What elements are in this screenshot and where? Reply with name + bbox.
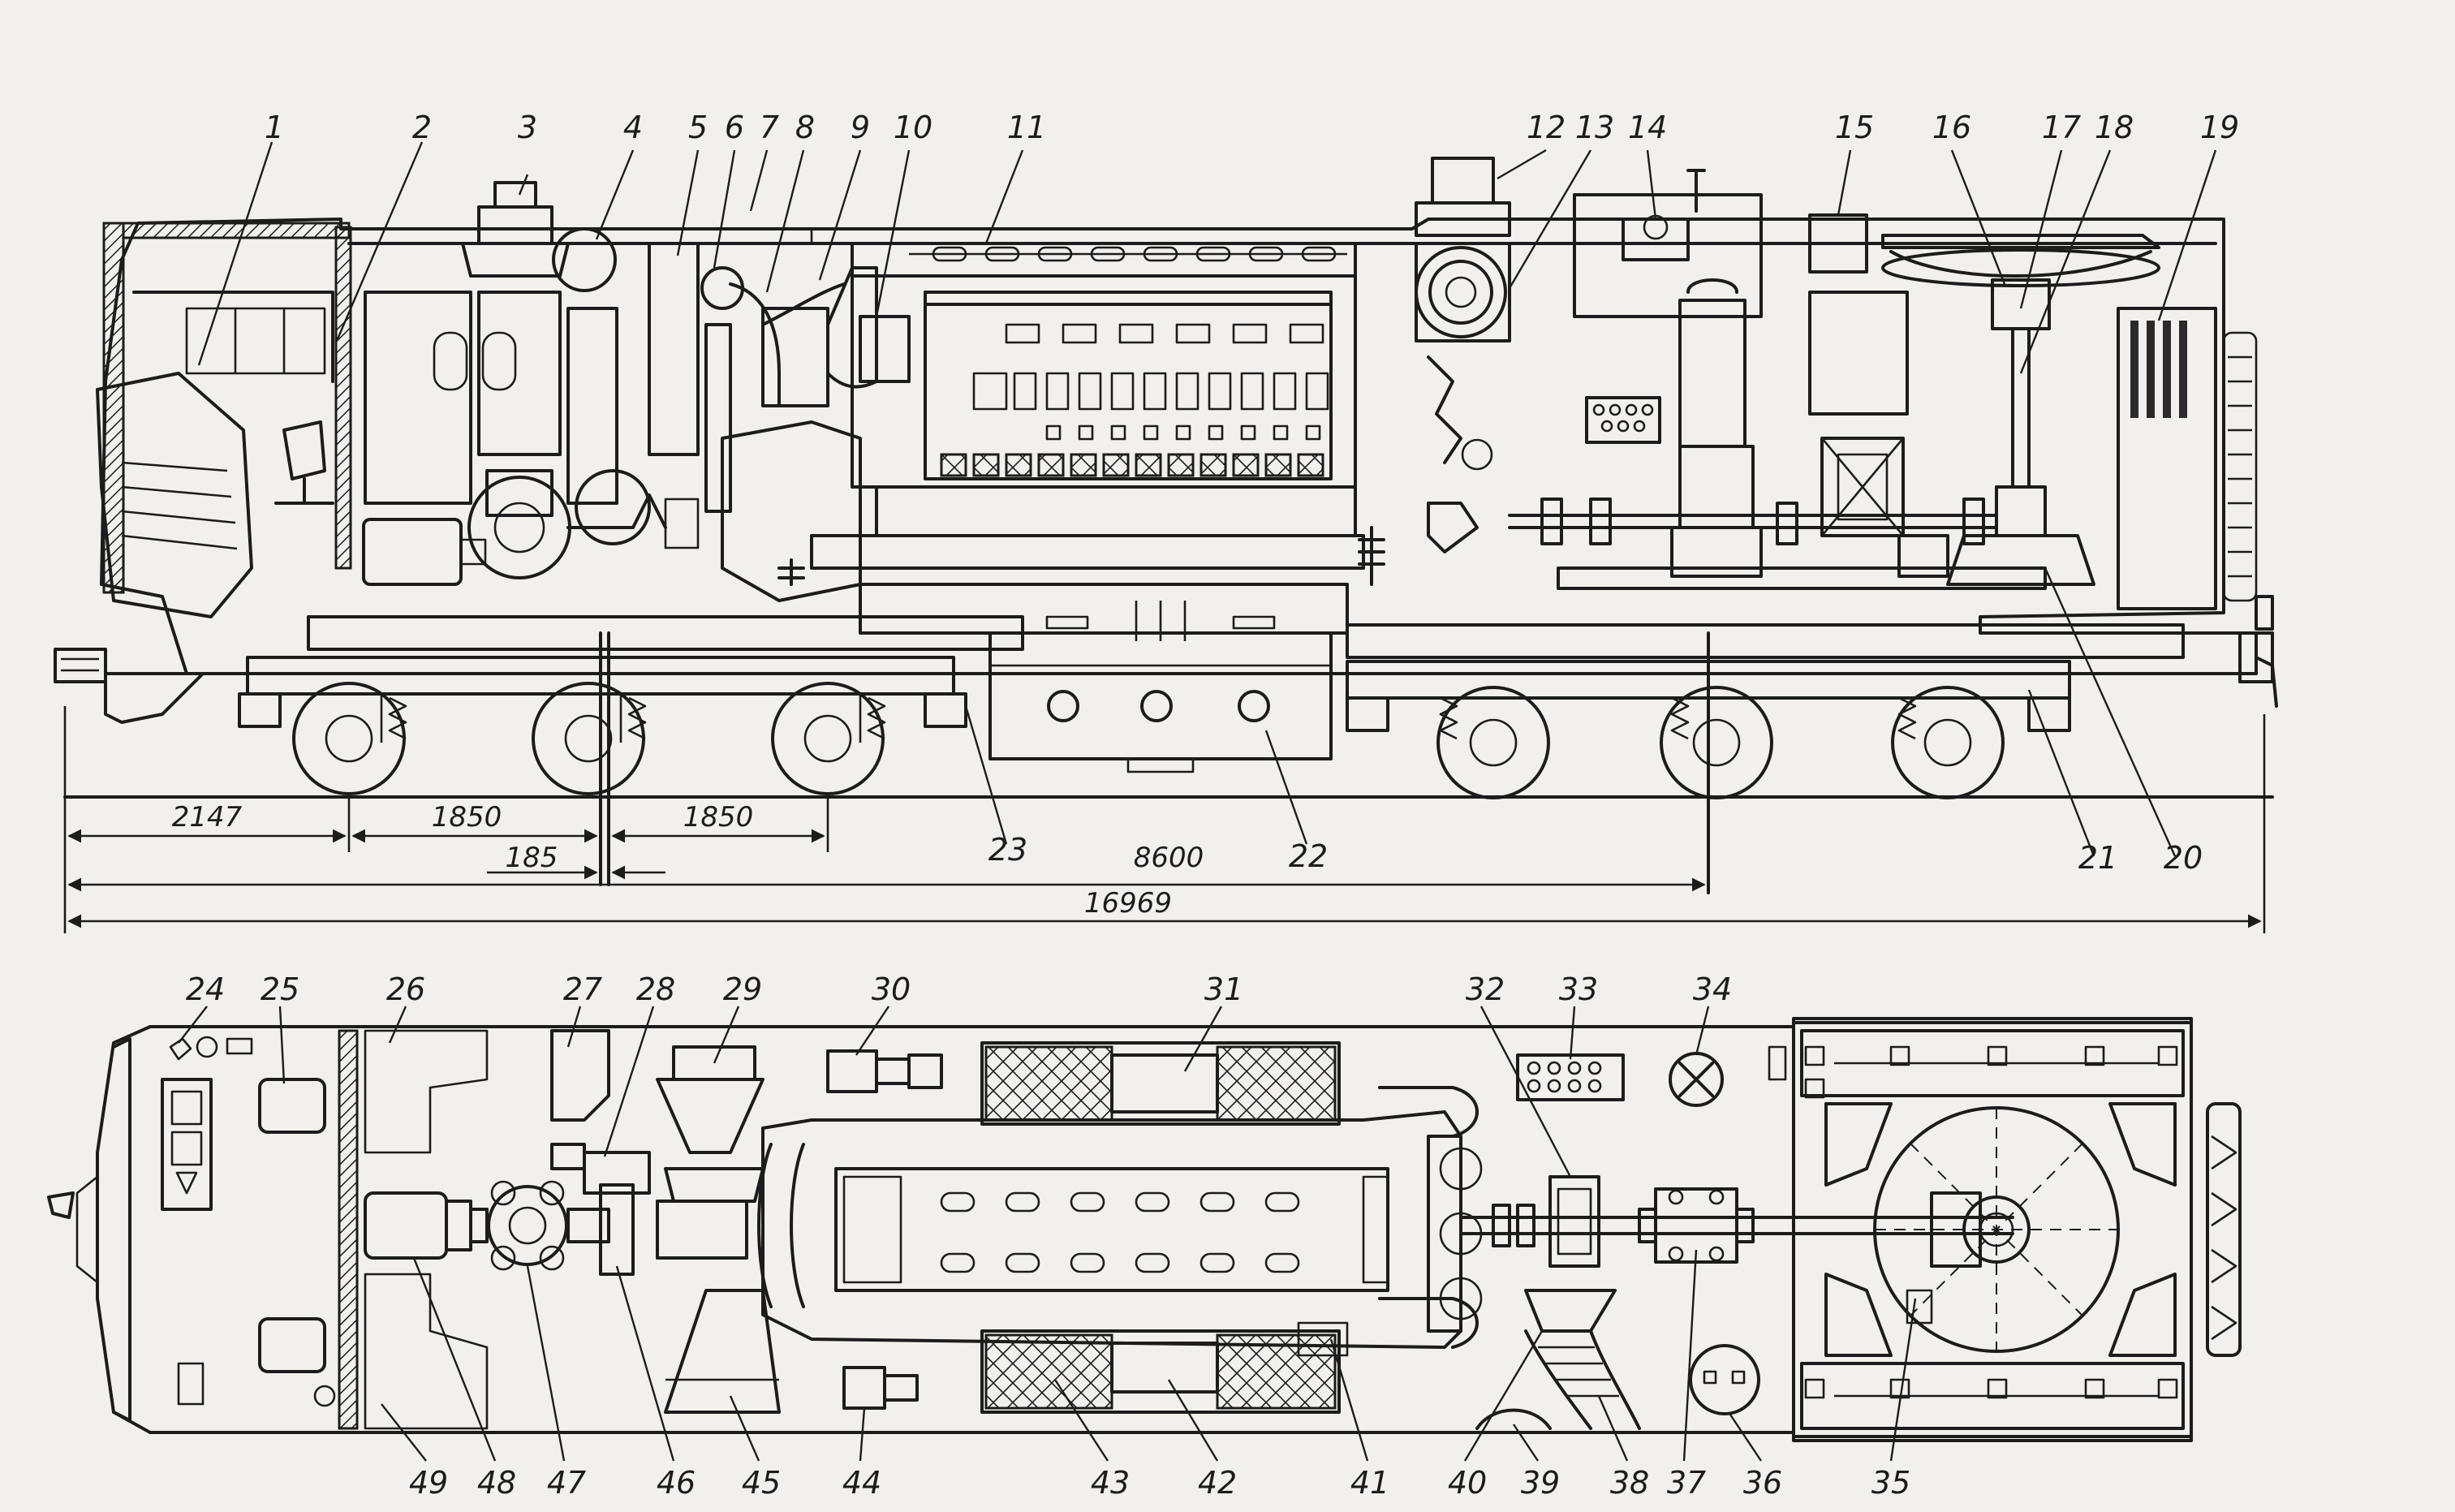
auxiliary-motors bbox=[826, 1049, 943, 1410]
locomotive-body-outline bbox=[100, 218, 2258, 675]
side-callout-leaders bbox=[197, 141, 2217, 857]
front-equipment bbox=[550, 1029, 781, 1414]
plan-callout-numbers: 24 25 26 27 28 29 30 31 32 33 34 35 36 3… bbox=[186, 971, 1910, 1501]
side-callout-numbers: 1 2 3 4 5 6 7 8 9 10 11 12 13 14 15 16 1… bbox=[265, 110, 2239, 876]
callout-44: 44 bbox=[842, 1465, 881, 1501]
callout-20: 20 bbox=[2164, 840, 2203, 876]
callout-2: 2 bbox=[412, 110, 432, 145]
callout-23: 23 bbox=[988, 832, 1027, 868]
callout-27: 27 bbox=[563, 971, 602, 1007]
dimension-16969: 16969 bbox=[1084, 887, 1172, 920]
callout-30: 30 bbox=[872, 971, 911, 1007]
callout-10: 10 bbox=[894, 110, 932, 145]
callout-17: 17 bbox=[2042, 110, 2081, 145]
callout-49: 49 bbox=[409, 1465, 448, 1501]
radiator-grille bbox=[2117, 307, 2258, 610]
front-bogie bbox=[238, 631, 967, 886]
dimension-1850-rear: 1850 bbox=[683, 801, 754, 834]
dimension-lines: 2147 1850 1850 185 8600 16969 bbox=[63, 706, 2266, 933]
callout-19: 19 bbox=[2200, 110, 2239, 145]
exhaust-manifold bbox=[851, 246, 1357, 278]
cab bbox=[96, 222, 352, 618]
callout-24: 24 bbox=[186, 971, 225, 1007]
rear-bogie bbox=[1346, 631, 2071, 894]
callout-13: 13 bbox=[1575, 110, 1614, 145]
callout-3: 3 bbox=[518, 110, 537, 145]
plan-cab bbox=[161, 1029, 359, 1430]
dimension-8600: 8600 bbox=[1134, 842, 1204, 874]
cylinder-covers bbox=[940, 323, 1329, 477]
callout-21: 21 bbox=[2078, 840, 2117, 876]
turbocharger bbox=[1415, 157, 1511, 554]
callout-6: 6 bbox=[725, 110, 744, 145]
callout-32: 32 bbox=[1466, 971, 1505, 1007]
callout-1: 1 bbox=[265, 110, 284, 145]
callout-31: 31 bbox=[1204, 971, 1243, 1007]
callout-39: 39 bbox=[1521, 1465, 1560, 1501]
roof-vent-3 bbox=[461, 181, 570, 278]
dimension-1850-front: 1850 bbox=[432, 801, 502, 834]
callout-14: 14 bbox=[1628, 110, 1667, 145]
callout-9: 9 bbox=[851, 110, 870, 145]
plan-drive-shaft bbox=[1459, 1045, 2014, 1430]
plan-callout-leaders bbox=[178, 1006, 1917, 1462]
callout-28: 28 bbox=[636, 971, 675, 1007]
callout-15: 15 bbox=[1835, 110, 1874, 145]
callout-48: 48 bbox=[477, 1465, 516, 1501]
callout-26: 26 bbox=[386, 971, 425, 1007]
callout-37: 37 bbox=[1667, 1465, 1706, 1501]
callout-35: 35 bbox=[1871, 1465, 1910, 1501]
dimension-185: 185 bbox=[506, 842, 558, 874]
main-generator bbox=[364, 1029, 635, 1430]
callout-34: 34 bbox=[1693, 971, 1732, 1007]
callout-36: 36 bbox=[1743, 1465, 1782, 1501]
callout-18: 18 bbox=[2095, 110, 2134, 145]
callout-47: 47 bbox=[547, 1465, 586, 1501]
callout-5: 5 bbox=[688, 110, 708, 145]
callout-33: 33 bbox=[1559, 971, 1598, 1007]
underframe bbox=[307, 583, 2185, 659]
callout-7: 7 bbox=[760, 110, 779, 145]
callout-46: 46 bbox=[657, 1465, 696, 1501]
callout-29: 29 bbox=[723, 971, 762, 1007]
reservoir-4 bbox=[552, 227, 617, 292]
auxiliary-units bbox=[648, 242, 911, 513]
compressor-area bbox=[1573, 169, 1909, 578]
callout-16: 16 bbox=[1932, 110, 1971, 145]
callout-4: 4 bbox=[623, 110, 643, 145]
callout-11: 11 bbox=[1007, 110, 1046, 145]
callout-42: 42 bbox=[1198, 1465, 1237, 1501]
rear-coupler bbox=[2238, 595, 2278, 708]
dimension-2147: 2147 bbox=[172, 801, 243, 834]
side-view: 2147 1850 1850 185 8600 16969 bbox=[54, 110, 2278, 933]
cooling-fan-assembly bbox=[1881, 234, 2160, 586]
apparatus-room bbox=[362, 291, 700, 586]
engine-plan bbox=[757, 1041, 1483, 1414]
radiator-fan-plan bbox=[1792, 1021, 2242, 1438]
callout-41: 41 bbox=[1350, 1465, 1389, 1501]
diesel-engine bbox=[721, 242, 1385, 602]
drive-shafts bbox=[1508, 498, 2047, 590]
callout-45: 45 bbox=[742, 1465, 781, 1501]
callout-22: 22 bbox=[1289, 838, 1328, 874]
callout-38: 38 bbox=[1610, 1465, 1649, 1501]
fuel-tank bbox=[988, 601, 1333, 773]
plan-view: 24 25 26 27 28 29 30 31 32 33 34 35 36 3… bbox=[47, 971, 2242, 1501]
callout-12: 12 bbox=[1527, 110, 1566, 145]
front-buffer bbox=[54, 648, 205, 724]
callout-8: 8 bbox=[795, 110, 815, 145]
callout-40: 40 bbox=[1448, 1465, 1487, 1501]
callout-25: 25 bbox=[261, 971, 299, 1007]
callout-43: 43 bbox=[1091, 1465, 1130, 1501]
